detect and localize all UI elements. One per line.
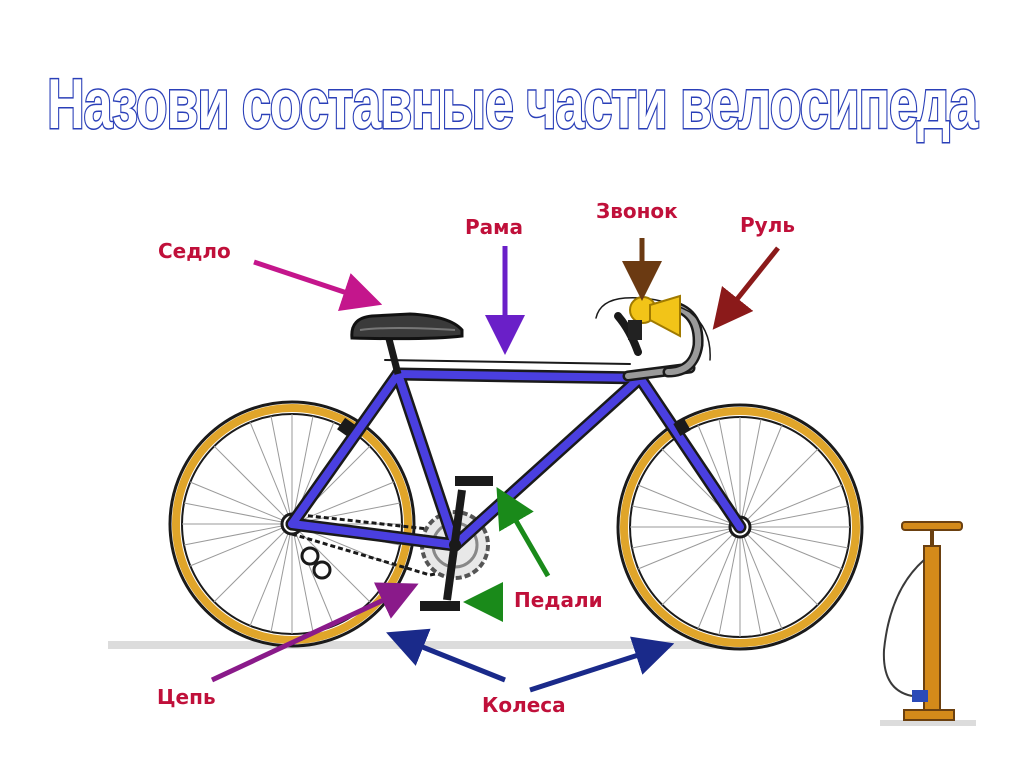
label-saddle: Седло bbox=[158, 239, 231, 263]
page-title: Назови составные части велосипеда bbox=[47, 66, 978, 144]
arrow-wheels-front bbox=[530, 648, 660, 690]
label-frame: Рама bbox=[465, 215, 523, 239]
arrow-handlebar bbox=[722, 248, 778, 318]
arrow-saddle bbox=[254, 262, 368, 300]
bell bbox=[628, 296, 680, 340]
saddle bbox=[352, 314, 462, 339]
label-bell: Звонок bbox=[596, 199, 678, 223]
derailleur bbox=[302, 548, 330, 578]
seat-post bbox=[388, 335, 398, 374]
label-pedals: Педали bbox=[514, 588, 603, 612]
arrow-pedals-upper bbox=[504, 500, 548, 576]
bike-pump bbox=[884, 522, 962, 720]
label-chain: Цепь bbox=[157, 685, 216, 709]
label-handlebar: Руль bbox=[740, 213, 795, 237]
label-wheels: Колеса bbox=[482, 693, 566, 717]
